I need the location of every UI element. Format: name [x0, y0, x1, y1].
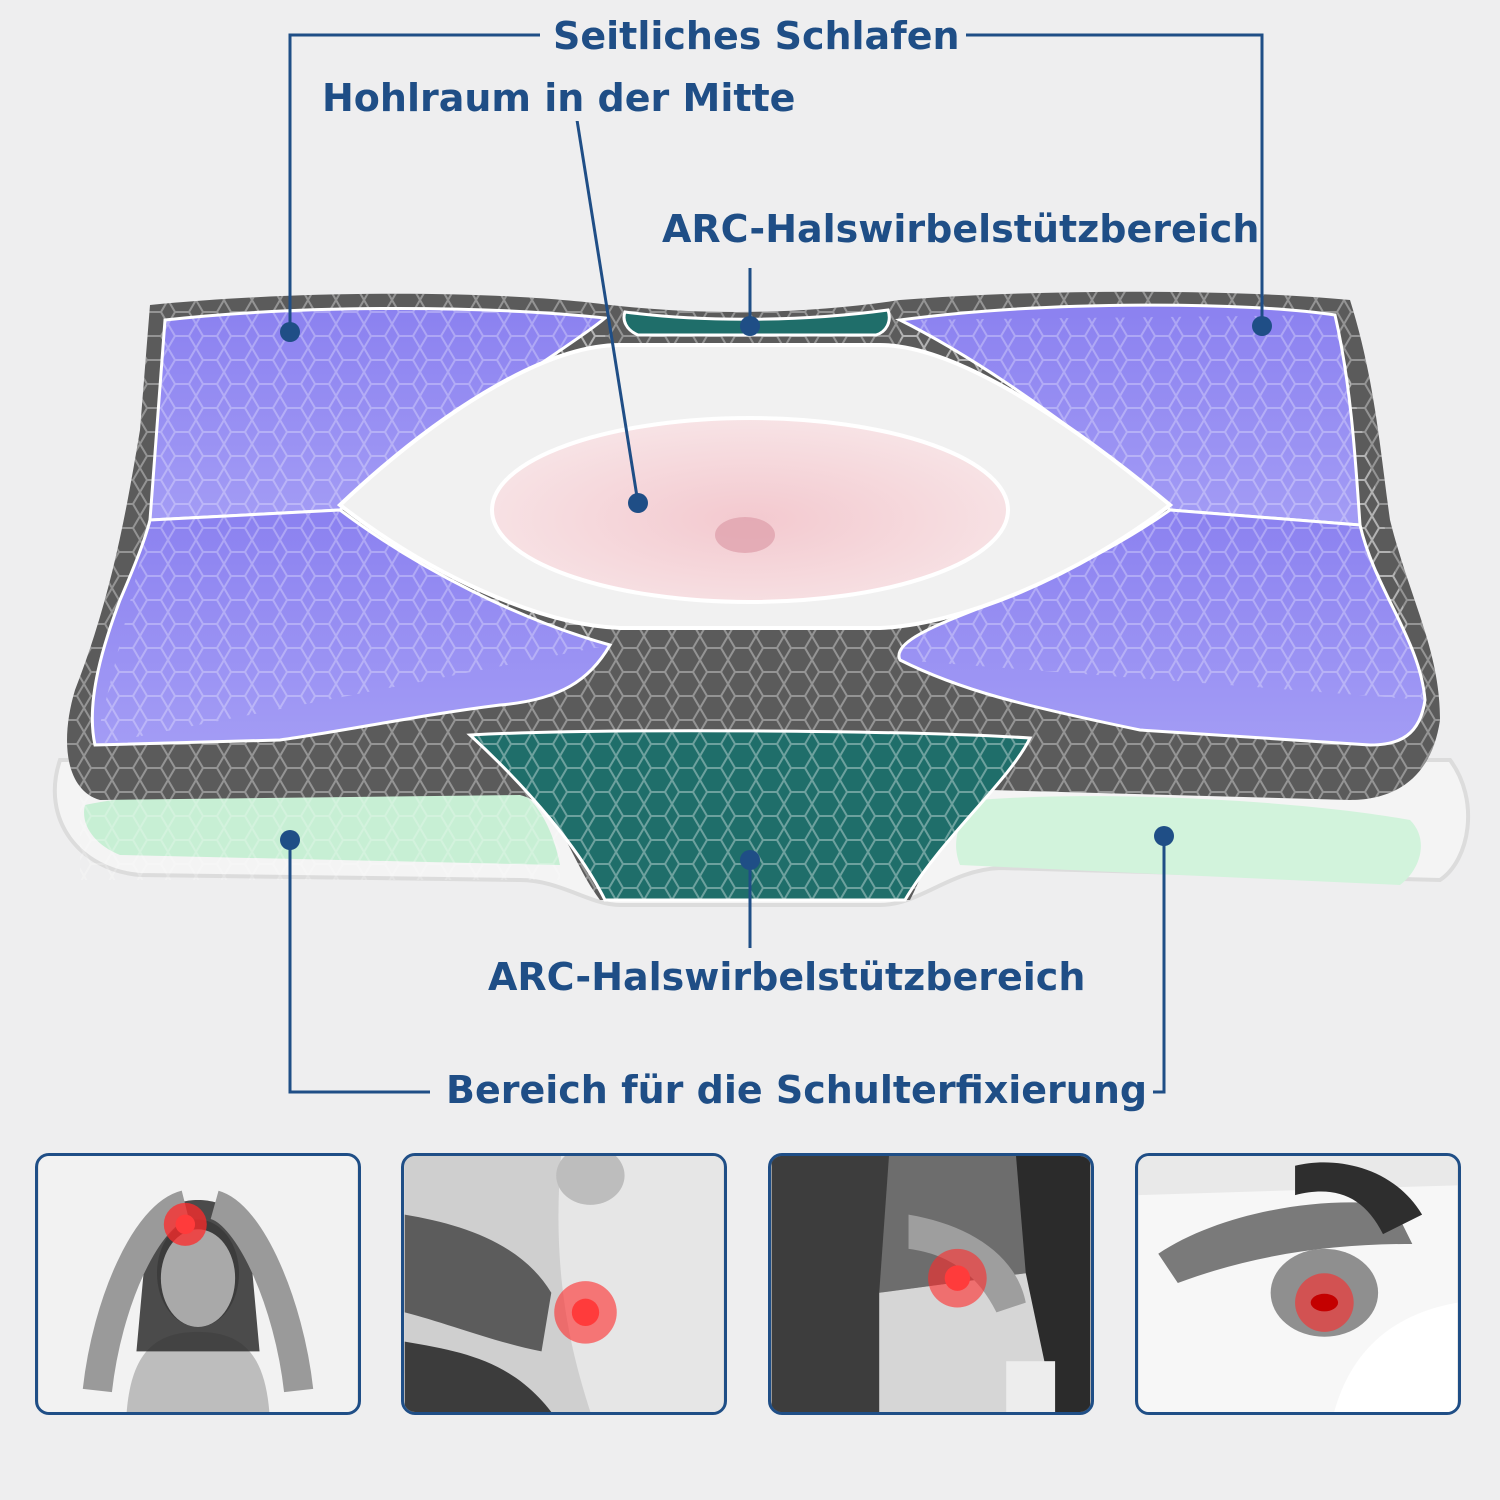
- label-side-sleeping: Seitliches Schlafen: [547, 13, 966, 59]
- back-pain-icon: [771, 1156, 1091, 1412]
- pillow-illustration: [52, 33, 1471, 1094]
- photo-snoring: [1135, 1153, 1461, 1415]
- center-hollow-zone: [490, 416, 1010, 604]
- snoring-icon: [1138, 1156, 1458, 1412]
- label-arc-top: ARC-Halswirbelstützbereich: [662, 206, 1260, 252]
- neck-pain-icon: [404, 1156, 724, 1412]
- headache-icon: [38, 1156, 358, 1412]
- label-center-hollow: Hohlraum in der Mitte: [322, 75, 796, 121]
- label-shoulder: Bereich für die Schulterfixierung: [440, 1067, 1154, 1113]
- label-arc-bottom: ARC-Halswirbelstützbereich: [488, 954, 1086, 1000]
- photo-neck-pain: [401, 1153, 727, 1415]
- shoulder-zone-right: [956, 796, 1421, 885]
- callout-dots: [280, 316, 1272, 870]
- photo-back-pain: [768, 1153, 1094, 1415]
- photo-headache: [35, 1153, 361, 1415]
